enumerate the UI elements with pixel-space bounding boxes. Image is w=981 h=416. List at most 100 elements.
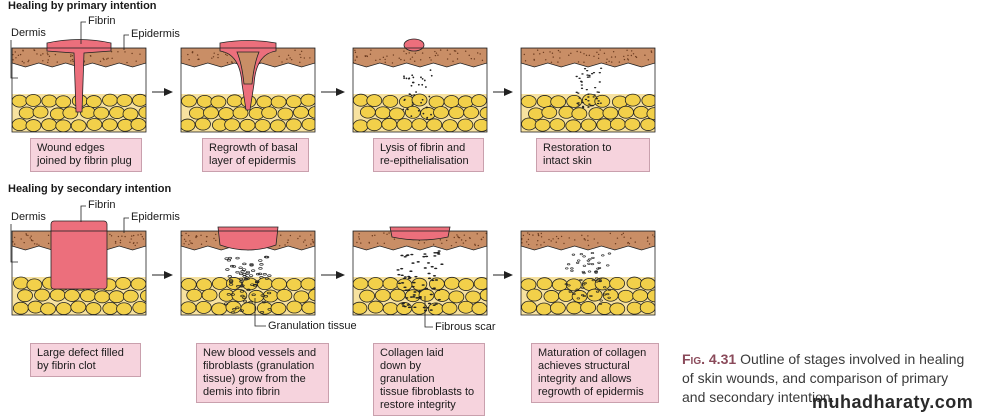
fat-cell bbox=[448, 290, 465, 304]
epidermis-dot bbox=[110, 235, 113, 237]
epidermis-dot bbox=[587, 239, 589, 242]
collagen-fleck bbox=[593, 94, 596, 96]
lysis-dot bbox=[430, 113, 432, 116]
epidermis-dot bbox=[414, 60, 416, 62]
epidermis-dot bbox=[477, 244, 480, 247]
collagen-fiber bbox=[424, 287, 429, 290]
collagen-fiber bbox=[413, 306, 417, 309]
watermark-logo: muhadharaty.com bbox=[812, 392, 974, 412]
fat-cell bbox=[55, 95, 72, 109]
secondary-dermis-label: Dermis bbox=[11, 211, 46, 223]
epidermis-dot bbox=[579, 51, 582, 53]
granulation-cell bbox=[244, 276, 249, 279]
fat-cell bbox=[201, 288, 218, 302]
mature-collagen bbox=[567, 284, 571, 287]
epidermis-dot bbox=[449, 53, 451, 55]
epidermis-dot bbox=[429, 56, 431, 59]
fat-cell bbox=[300, 277, 315, 291]
epidermis-dot bbox=[623, 55, 625, 58]
fat-cell bbox=[102, 93, 118, 107]
fat-cell bbox=[224, 118, 241, 132]
epidermis-dot bbox=[42, 60, 44, 62]
mature-collagen bbox=[596, 267, 600, 270]
collagen-fiber bbox=[402, 277, 407, 280]
epidermis-dot bbox=[191, 242, 193, 245]
fat-cell bbox=[536, 277, 553, 291]
primary-fibrin-label: Fibrin bbox=[88, 15, 116, 27]
mature-collagen bbox=[575, 288, 579, 291]
granulation-cell bbox=[235, 306, 240, 310]
fat-cell bbox=[536, 95, 553, 108]
primary-epidermis-label: Epidermis bbox=[131, 28, 180, 40]
epidermis-dot bbox=[383, 232, 385, 234]
fat-cell bbox=[26, 278, 43, 292]
epidermis-dot bbox=[22, 50, 24, 52]
panel-frame bbox=[11, 47, 147, 133]
epidermis-dot bbox=[25, 234, 28, 236]
secondary-caption-1: Large defect filled by fibrin clot bbox=[30, 343, 141, 377]
epidermis-dot bbox=[479, 53, 481, 55]
panel-frame bbox=[352, 230, 488, 316]
fat-cell bbox=[541, 106, 558, 119]
mature-collagen bbox=[587, 270, 592, 273]
epidermis-dot bbox=[131, 52, 133, 55]
mature-collagen bbox=[598, 302, 603, 305]
epidermis-dot bbox=[200, 243, 203, 245]
epidermis-dot bbox=[188, 243, 190, 246]
fat-cell bbox=[353, 93, 369, 107]
collagen-fiber bbox=[435, 251, 439, 254]
epidermis-dot bbox=[606, 58, 608, 60]
fat-cell bbox=[534, 118, 551, 132]
epidermis-dot bbox=[603, 52, 606, 55]
collagen-fleck bbox=[595, 98, 599, 100]
epidermis-dot bbox=[21, 60, 24, 63]
granulation-cell bbox=[255, 280, 260, 283]
fat-cell bbox=[218, 107, 235, 120]
epidermis-dot bbox=[635, 55, 637, 58]
fat-cell bbox=[140, 289, 146, 303]
fat-cell bbox=[300, 93, 315, 107]
epidermis-dot bbox=[56, 61, 58, 63]
epidermis-dot bbox=[439, 239, 442, 241]
epidermis-dot bbox=[360, 242, 362, 244]
epidermis-dot bbox=[121, 235, 123, 237]
mature-collagen bbox=[566, 263, 571, 266]
primary-dermis-label: Dermis bbox=[11, 27, 46, 39]
epidermis-dot bbox=[289, 234, 292, 237]
fat-cell bbox=[353, 119, 369, 132]
lysis-dot bbox=[412, 76, 415, 79]
epidermis-dot bbox=[278, 244, 281, 247]
epidermis-dot bbox=[537, 233, 539, 235]
epidermis-dot bbox=[48, 55, 51, 58]
fat-cell bbox=[404, 105, 421, 119]
epidermis-dot bbox=[70, 54, 72, 56]
epidermis-dot bbox=[13, 243, 16, 245]
epidermis-dot bbox=[383, 242, 386, 245]
skin-panel-p-1 bbox=[11, 39, 147, 133]
fat-cell bbox=[55, 302, 72, 315]
primary-fibrin-leader bbox=[80, 21, 86, 44]
epidermis-dot bbox=[217, 53, 219, 56]
fat-cell bbox=[12, 94, 28, 108]
epidermis-dot bbox=[555, 241, 557, 243]
collagen-fiber bbox=[430, 265, 434, 268]
granulation-cell bbox=[242, 262, 247, 266]
epidermis-dot bbox=[30, 235, 32, 237]
epidermis-dot bbox=[130, 235, 133, 237]
mature-collagen bbox=[591, 256, 595, 259]
mature-collagen bbox=[594, 277, 599, 280]
epidermis-dot bbox=[549, 51, 551, 53]
epidermis-dot bbox=[577, 61, 580, 63]
epidermis-dot bbox=[135, 60, 137, 62]
epidermis-dot bbox=[585, 54, 588, 57]
mature-collagen bbox=[579, 278, 583, 281]
epidermis-dot bbox=[409, 58, 412, 60]
collagen-fiber bbox=[405, 297, 409, 299]
granulation-cell bbox=[239, 290, 245, 293]
mature-collagen bbox=[595, 280, 599, 283]
fat-cell bbox=[367, 300, 384, 314]
epidermis-dot bbox=[312, 242, 315, 244]
epidermis-dot bbox=[374, 234, 376, 236]
epidermis-dot bbox=[457, 236, 460, 239]
fat-cell bbox=[270, 95, 287, 109]
